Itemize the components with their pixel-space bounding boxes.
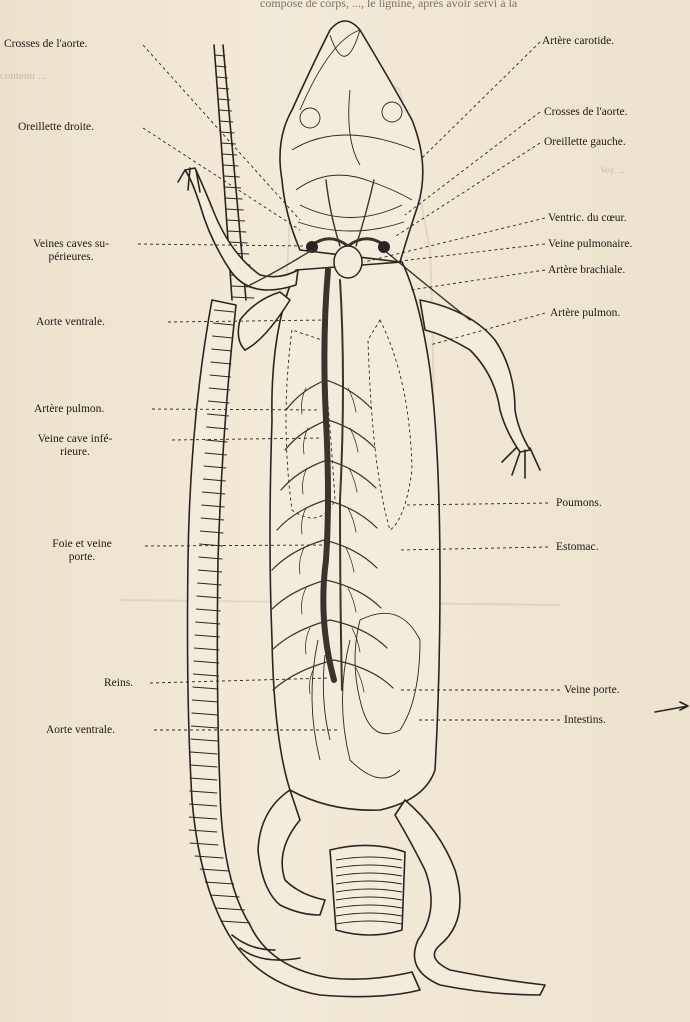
label-veine-porte: Veine porte. [564, 684, 620, 697]
ink-stroke [219, 110, 232, 111]
ink-stroke [223, 176, 240, 177]
ink-stroke [228, 242, 248, 243]
front-right-limb [420, 300, 540, 478]
label-artere-brachiale: Artère brachiale. [548, 264, 625, 277]
label-intestins: Intestins. [564, 714, 606, 727]
tail-base [330, 845, 405, 935]
label-veine-cave-inferieure: Veine cave infé- rieure. [10, 433, 140, 459]
label-crosses-aorte-left: Crosses de l'aorte. [4, 38, 88, 51]
label-ventric-coeur: Ventric. du cœur. [548, 212, 627, 225]
label-veines-caves-superieures: Veines caves su- périeures. [6, 238, 136, 264]
label-artere-carotide: Artère carotide. [542, 35, 614, 48]
ink-stroke [232, 297, 255, 298]
label-line: Veines caves su- [6, 238, 136, 251]
label-foie-veine-porte: Foie et veine porte. [22, 538, 142, 564]
label-line: périeures. [6, 251, 136, 264]
ink-stroke [225, 198, 243, 199]
label-estomac: Estomac. [556, 541, 598, 554]
label-line: rieure. [10, 446, 140, 459]
ink-stroke [226, 209, 244, 210]
ink-stroke [220, 132, 234, 133]
label-aorte-ventrale-1: Aorte ventrale. [36, 316, 105, 329]
ink-stroke [221, 143, 236, 144]
label-aorte-ventrale-2: Aorte ventrale. [46, 724, 115, 737]
label-line: porte. [22, 551, 142, 564]
label-artere-pulmon-left: Artère pulmon. [34, 403, 104, 416]
body [270, 21, 440, 810]
label-reins: Reins. [104, 677, 133, 690]
label-artere-pulmon-right: Artère pulmon. [550, 307, 620, 320]
ink-stroke [226, 220, 245, 221]
ink-stroke [227, 231, 246, 232]
ink-stroke [222, 154, 238, 155]
label-line: Foie et veine [22, 538, 142, 551]
ink-stroke [219, 121, 233, 122]
label-crosses-aorte-right: Crosses de l'aorte. [544, 106, 628, 119]
label-poumons: Poumons. [556, 497, 602, 510]
label-veine-pulmonaire: Veine pulmonaire. [548, 238, 632, 251]
label-oreillette-gauche: Oreillette gauche. [544, 136, 626, 149]
ink-stroke [224, 187, 241, 188]
ink-stroke [222, 165, 238, 166]
hind-right-limb [395, 800, 545, 995]
label-oreillette-droite: Oreillette droite. [18, 121, 94, 134]
label-line: Veine cave infé- [10, 433, 140, 446]
